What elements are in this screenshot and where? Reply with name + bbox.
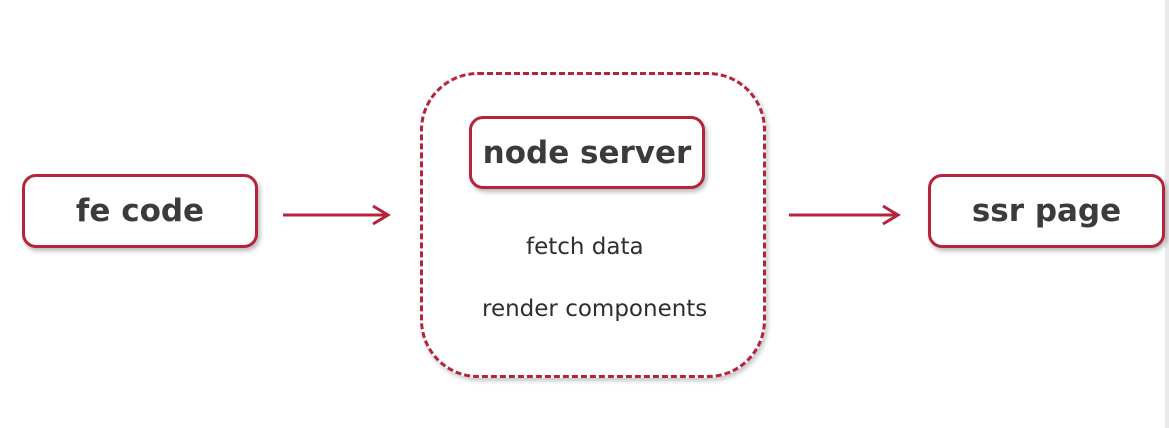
fe-code-node: fe code bbox=[22, 174, 258, 248]
step-fetch-data: fetch data bbox=[526, 234, 644, 260]
step-render-components: render components bbox=[482, 296, 708, 322]
window-edge bbox=[1165, 0, 1169, 428]
arrow-server-to-ssr bbox=[789, 204, 901, 226]
ssr-page-label: ssr page bbox=[971, 193, 1122, 229]
arrow-fe-to-server bbox=[283, 204, 391, 226]
ssr-page-node: ssr page bbox=[928, 174, 1165, 248]
fe-code-label: fe code bbox=[75, 193, 205, 229]
node-server-label: node server bbox=[482, 134, 692, 171]
node-server-node: node server bbox=[469, 116, 705, 189]
